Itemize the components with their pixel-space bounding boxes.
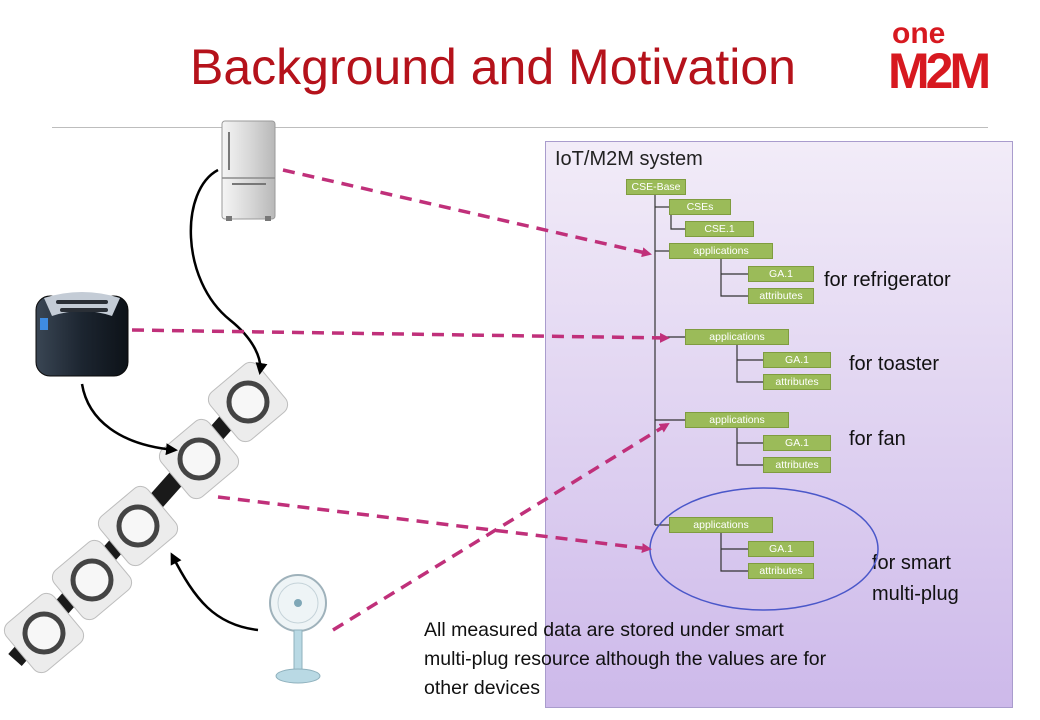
multi-plug-icon xyxy=(3,361,289,674)
applications-node-fan: applications xyxy=(685,412,789,428)
label-for-smart-line2: multi-plug xyxy=(872,583,959,605)
refrigerator-mapping-arrow xyxy=(282,168,652,258)
ga1-node-toaster: GA.1 xyxy=(763,352,831,368)
applications-node-multiplug: applications xyxy=(669,517,773,533)
ga1-node-multiplug: GA.1 xyxy=(748,541,814,557)
fan-mapping-arrow xyxy=(332,422,670,632)
title-divider xyxy=(52,127,988,128)
attributes-node-refrigerator: attributes xyxy=(748,288,814,304)
socket xyxy=(3,592,85,674)
cses-node: CSEs xyxy=(669,199,731,215)
label-for-smart-line1: for smart xyxy=(872,552,951,574)
toaster-cord-arrow xyxy=(80,383,178,456)
applications-node-refrigerator: applications xyxy=(669,243,773,259)
fan-icon xyxy=(269,574,327,684)
label-for-smart-multiplug: for smart multi-plug xyxy=(872,548,959,610)
socket xyxy=(97,485,179,567)
onem2m-logo: one M2M xyxy=(886,12,1026,99)
slide-title: Background and Motivation xyxy=(190,39,796,95)
label-for-fan: for fan xyxy=(849,428,906,450)
refrigerator-cord-arrow xyxy=(189,168,268,375)
logo-text-m2m: M2M xyxy=(888,43,988,92)
note-line-1: All measured data are stored under smart xyxy=(424,619,784,641)
multiplug-highlight-ellipse xyxy=(649,487,879,611)
socket xyxy=(51,539,133,621)
applications-node-toaster: applications xyxy=(685,329,789,345)
multiplug-mapping-arrow xyxy=(217,495,652,554)
toaster-mapping-arrow xyxy=(131,328,670,343)
storage-note: All measured data are stored under smart… xyxy=(424,616,944,703)
label-for-toaster: for toaster xyxy=(849,353,940,375)
attributes-node-toaster: attributes xyxy=(763,374,831,390)
note-line-2: multi-plug resource although the values … xyxy=(424,648,827,670)
cse-base-node: CSE-Base xyxy=(626,179,686,195)
ga1-node-fan: GA.1 xyxy=(763,435,831,451)
label-for-refrigerator: for refrigerator xyxy=(824,269,951,291)
socket xyxy=(158,418,240,500)
panel-title: IoT/M2M system xyxy=(555,148,703,170)
ga1-node-refrigerator: GA.1 xyxy=(748,266,814,282)
note-line-3: other devices xyxy=(424,677,540,699)
socket xyxy=(207,361,289,443)
cse1-node: CSE.1 xyxy=(685,221,754,237)
attributes-node-fan: attributes xyxy=(763,457,831,473)
fan-cord-arrow xyxy=(170,552,259,632)
logo-text-one: one xyxy=(892,17,945,50)
refrigerator-icon xyxy=(221,120,276,221)
toaster-icon xyxy=(35,292,129,377)
attributes-node-multiplug: attributes xyxy=(748,563,814,579)
